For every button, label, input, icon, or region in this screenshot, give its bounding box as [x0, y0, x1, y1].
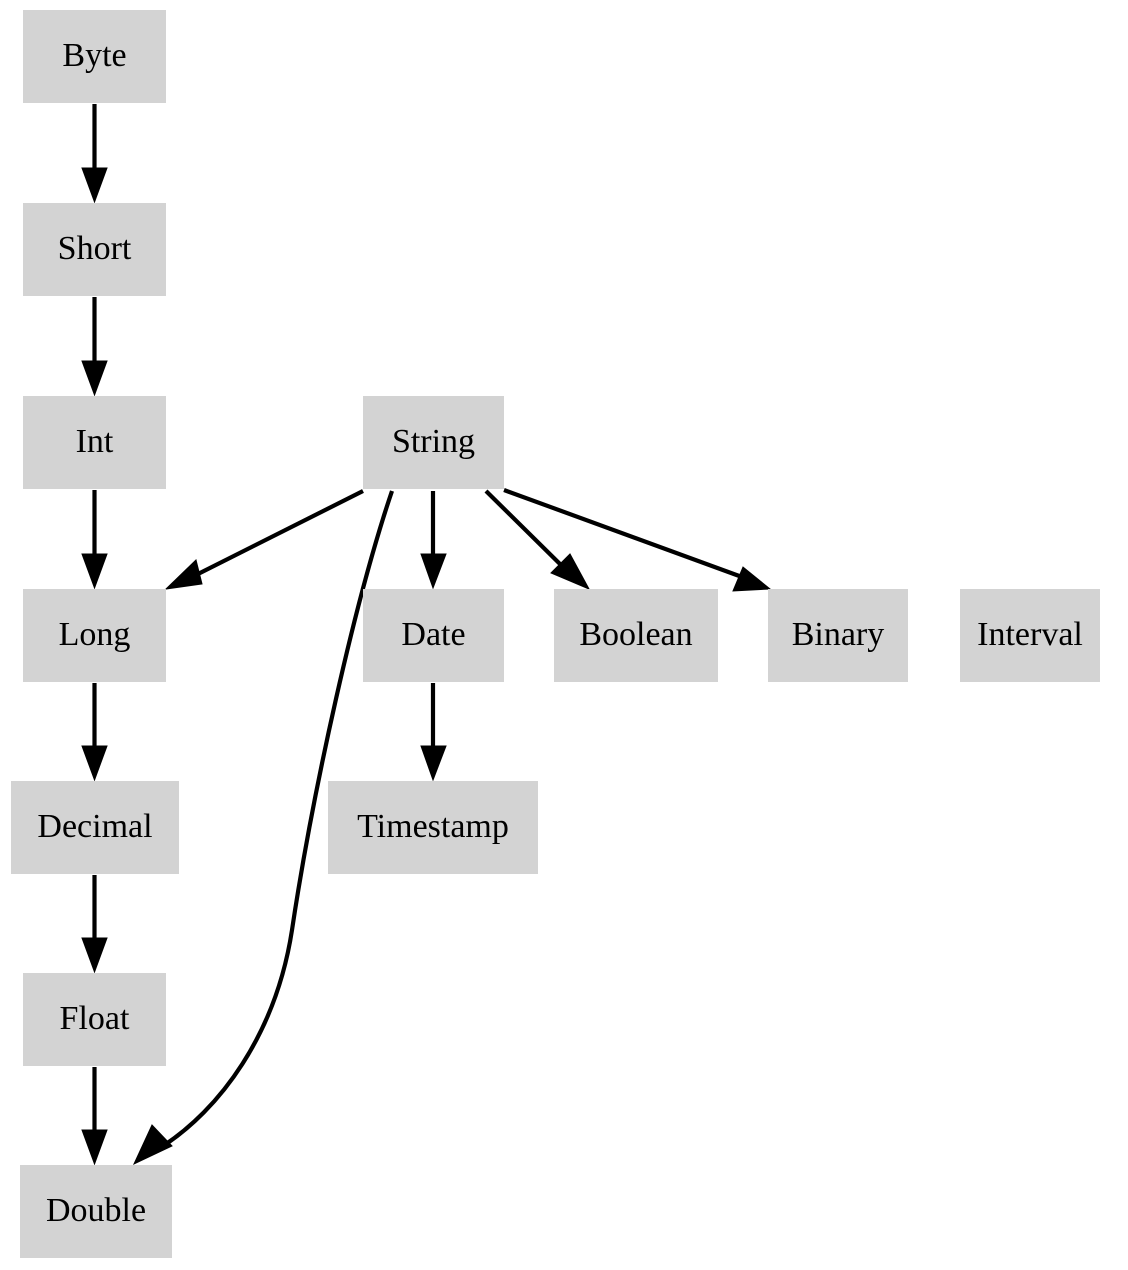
arrowhead-icon — [164, 559, 203, 590]
node-box[interactable] — [554, 589, 718, 682]
node-string[interactable]: String — [363, 396, 504, 489]
edge-line — [503, 488, 743, 579]
node-layer: Byte Short Int Long Decimal Float — [11, 10, 1100, 1258]
node-box[interactable] — [23, 10, 166, 103]
node-box[interactable] — [328, 781, 538, 874]
edge-decimal-float — [81, 875, 108, 974]
node-box[interactable] — [363, 589, 504, 682]
node-short[interactable]: Short — [23, 203, 166, 296]
node-box[interactable] — [363, 396, 504, 489]
edge-string-binary — [503, 488, 772, 592]
edge-date-timestamp — [420, 683, 447, 782]
node-interval[interactable]: Interval — [960, 589, 1100, 682]
node-box[interactable] — [23, 589, 166, 682]
arrowhead-icon — [81, 360, 108, 397]
edge-short-int — [81, 297, 108, 397]
edge-line — [158, 490, 394, 1150]
node-box[interactable] — [11, 781, 179, 874]
arrowhead-icon — [81, 553, 108, 590]
node-decimal[interactable]: Decimal — [11, 781, 179, 874]
node-box[interactable] — [960, 589, 1100, 682]
arrowhead-icon — [81, 1129, 108, 1166]
arrowhead-icon — [420, 553, 447, 590]
arrowhead-icon — [81, 167, 108, 204]
node-byte[interactable]: Byte — [23, 10, 166, 103]
node-binary[interactable]: Binary — [768, 589, 908, 682]
edge-line — [195, 489, 364, 577]
node-double[interactable]: Double — [20, 1165, 172, 1258]
edge-string-boolean — [484, 489, 591, 591]
edge-string-long — [164, 489, 364, 590]
arrowhead-icon — [81, 937, 108, 974]
edge-float-double — [81, 1067, 108, 1166]
node-box[interactable] — [23, 973, 166, 1066]
edge-long-decimal — [81, 683, 108, 782]
arrowhead-icon — [550, 553, 591, 591]
node-boolean[interactable]: Boolean — [554, 589, 718, 682]
arrowhead-icon — [81, 745, 108, 782]
node-timestamp[interactable]: Timestamp — [328, 781, 538, 874]
edge-int-long — [81, 490, 108, 590]
edge-line — [484, 489, 564, 568]
arrowhead-icon — [420, 745, 447, 782]
edge-byte-short — [81, 104, 108, 204]
arrowhead-icon — [132, 1124, 173, 1166]
node-box[interactable] — [23, 203, 166, 296]
edge-string-date — [420, 491, 447, 590]
edge-layer — [81, 104, 772, 1166]
node-date[interactable]: Date — [363, 589, 504, 682]
node-long[interactable]: Long — [23, 589, 166, 682]
edge-string-double — [132, 490, 394, 1166]
node-float[interactable]: Float — [23, 973, 166, 1066]
node-box[interactable] — [768, 589, 908, 682]
arrowhead-icon — [732, 566, 772, 592]
node-box[interactable] — [20, 1165, 172, 1258]
node-int[interactable]: Int — [23, 396, 166, 489]
node-box[interactable] — [23, 396, 166, 489]
